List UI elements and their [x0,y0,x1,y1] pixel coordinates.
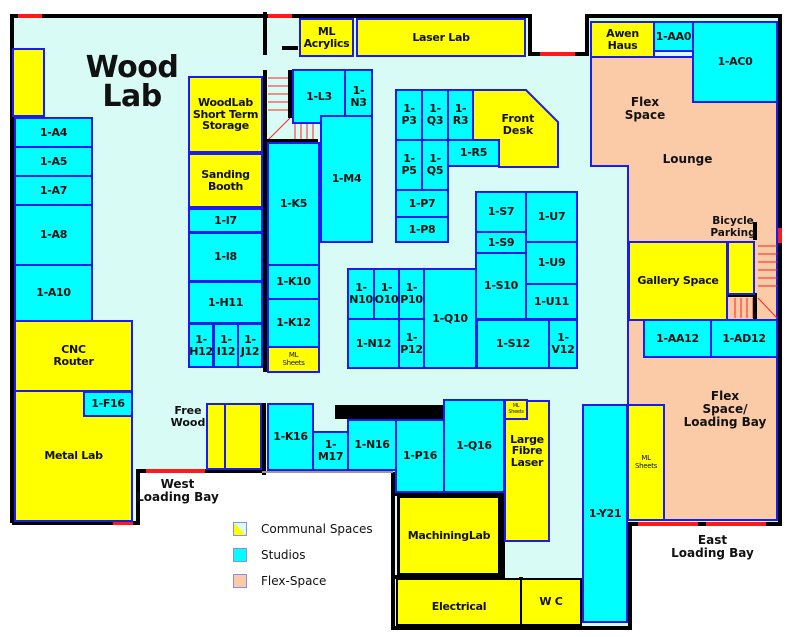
room-1-a5[interactable]: 1-A5 [14,146,93,177]
ml-sheets-storage[interactable]: ML Sheets [627,404,665,521]
room-machining-lab[interactable]: MachiningLab [397,495,501,576]
room-1-p3[interactable]: 1- P3 [395,89,423,141]
room-1-n12[interactable]: 1-N12 [347,318,400,369]
room-1-l3[interactable]: 1-L3 [292,69,346,124]
room-electrical[interactable]: Electrical [396,578,522,626]
room-1-k12[interactable]: 1-K12 [267,298,320,348]
flex-swatch-icon [233,574,247,588]
room-1-k10[interactable]: 1-K10 [267,264,320,300]
room-1-q10[interactable]: 1-Q10 [423,268,477,369]
communal-swatch-icon [233,522,247,536]
room-1-aa12[interactable]: 1-AA12 [643,319,712,358]
free-wood-rack[interactable] [224,403,262,470]
room-1-n10[interactable]: 1- N10 [347,268,375,320]
room-1-p7[interactable]: 1-P7 [395,189,449,218]
room-1-n3[interactable]: 1- N3 [344,69,373,124]
room-1-a4[interactable]: 1-A4 [14,117,93,148]
room-1-p12[interactable]: 1- P12 [398,318,425,369]
legend-item-studios: Studios [233,542,373,568]
doors [18,14,782,526]
room-cnc-router[interactable]: CNC Router [14,320,133,392]
room-1-s9[interactable]: 1-S9 [475,231,527,254]
room-1-a10[interactable]: 1-A10 [14,264,93,322]
room-1-n16[interactable]: 1-N16 [347,419,397,471]
studio-swatch-icon [233,548,247,562]
room-1-q3[interactable]: 1- Q3 [421,89,449,141]
room-1-r5[interactable]: 1-R5 [447,139,500,167]
room-1-p5[interactable]: 1- P5 [395,139,423,191]
room-sanding-booth[interactable]: Sanding Booth [188,153,263,208]
room-laser-lab[interactable]: Laser Lab [356,18,526,57]
room-1-m17[interactable]: 1-M17 [312,431,349,471]
free-wood-rack[interactable] [206,403,226,470]
flex-loading-label: Flex Space/ Loading Bay [683,389,767,430]
room-1-p16[interactable]: 1-P16 [395,419,445,493]
room-front-desk[interactable]: Front Desk [501,112,535,138]
room-1-aa0[interactable]: 1-AA0 [653,21,694,52]
room-1-a7[interactable]: 1-A7 [14,175,93,206]
bicycle-parking-label: Bicycle Parking [710,215,756,239]
room-1-i7[interactable]: 1-I7 [188,208,263,233]
room-1-u11[interactable]: 1-U11 [525,283,578,320]
room-wc[interactable]: W C [520,578,582,626]
legend-item-communal: Communal Spaces [233,516,373,542]
room-1-s10[interactable]: 1-S10 [475,252,527,320]
room-1-v12[interactable]: 1- V12 [548,319,578,369]
room-1-p8[interactable]: 1-P8 [395,216,449,243]
room-1-s7[interactable]: 1-S7 [475,191,527,233]
stairs-right [734,245,778,319]
wood-lab-title: Wood Lab [85,50,179,114]
room-1-h12[interactable]: 1- H12 [188,323,214,368]
room-1-f16[interactable]: 1-F16 [83,391,133,417]
lounge-label: Lounge [662,152,713,166]
legend: Communal Spaces Studios Flex-Space [233,516,373,594]
room-1-q16[interactable]: 1-Q16 [443,399,505,493]
room-1-y21[interactable]: 1-Y21 [582,404,628,623]
room-1-j12[interactable]: 1- J12 [237,323,263,368]
room-awen-haus[interactable]: Awen Haus [590,21,655,58]
legend-label: Studios [261,548,306,562]
room-1-ac0[interactable]: 1-AC0 [692,21,778,103]
room-1-a8[interactable]: 1-A8 [14,204,93,266]
room-1-i12[interactable]: 1- I12 [213,323,239,368]
legend-label: Flex-Space [261,574,327,588]
free-wood-label: Free Wood [170,404,206,430]
west-loading-bay-label: West Loading Bay [136,477,219,505]
room-1-ad12[interactable]: 1-AD12 [710,319,778,358]
room-1-h11[interactable]: 1-H11 [188,281,263,324]
legend-item-flex: Flex-Space [233,568,373,594]
room-1-p10[interactable]: 1- P10 [398,268,425,320]
room-1-u7[interactable]: 1-U7 [525,191,578,243]
room-1-o10[interactable]: 1- O10 [373,268,400,320]
room-ml-acrylics[interactable]: ML Acrylics [299,18,354,57]
room-large-fibre-laser[interactable]: Large Fibre Laser [504,400,550,542]
room-1-m4[interactable]: 1-M4 [320,115,373,243]
flex-space-label: Flex Space [624,95,666,123]
room-woodlab-storage[interactable]: WoodLab Short Term Storage [188,76,263,153]
east-loading-bay-label: East Loading Bay [671,533,754,561]
legend-label: Communal Spaces [261,522,373,536]
room-1-q5[interactable]: 1- Q5 [421,139,449,191]
room-1-r3[interactable]: 1- R3 [447,89,474,141]
room-1-s12[interactable]: 1-S12 [476,319,550,369]
bicycle-parking[interactable] [727,241,755,295]
room-1-i8[interactable]: 1-I8 [188,232,263,282]
communal-space[interactable] [12,48,45,117]
ml-sheets-storage[interactable]: ML Sheets [504,399,528,420]
room-1-u9[interactable]: 1-U9 [525,241,578,285]
room-1-k16[interactable]: 1-K16 [267,403,314,471]
ml-sheets-storage[interactable]: ML Sheets [267,346,320,373]
wall-block [335,405,443,419]
room-1-k5[interactable]: 1-K5 [267,142,320,266]
room-gallery-space[interactable]: Gallery Space [628,241,728,321]
